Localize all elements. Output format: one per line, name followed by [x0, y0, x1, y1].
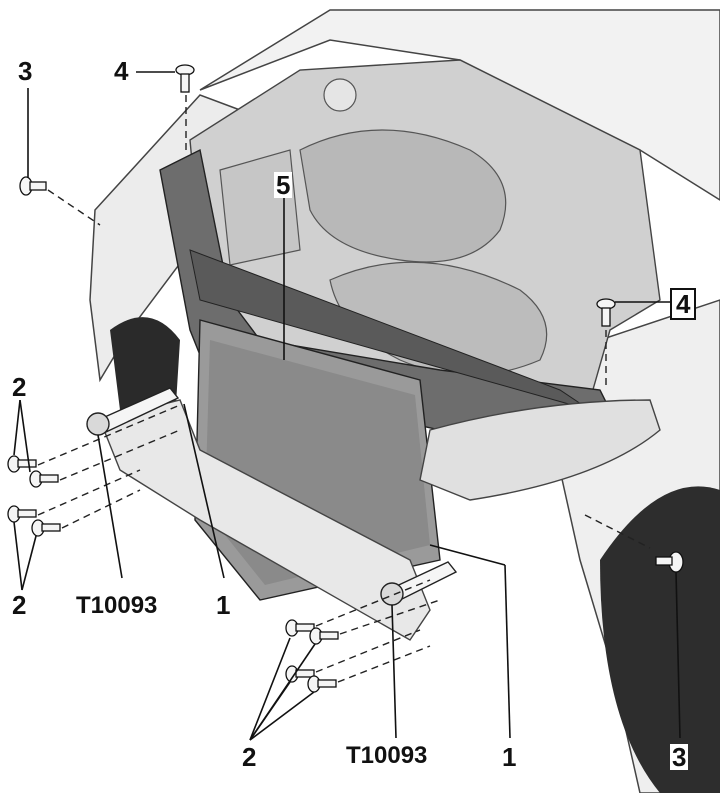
- callout-tool-t10093-bottom: T10093: [344, 742, 430, 769]
- callout-4-top: 4: [112, 56, 131, 86]
- callout-1-bottom: 1: [500, 742, 519, 772]
- assembly-lines: [37, 95, 651, 683]
- leader-lines: [13, 71, 681, 741]
- callout-tool-t10093-left: T10093: [74, 592, 160, 619]
- guide-pin-bottom: [380, 561, 458, 606]
- callout-5: 5: [274, 170, 293, 200]
- callout-3-bottom-right: 3: [670, 742, 689, 772]
- callout-2-left-lower: 2: [10, 590, 29, 620]
- bolt-icon: [7, 64, 684, 693]
- headlight: [419, 399, 661, 501]
- callout-1-left: 1: [214, 590, 233, 620]
- guide-pin-left: [86, 387, 180, 436]
- callout-3-top-left: 3: [16, 56, 35, 86]
- callout-2-left-upper: 2: [10, 372, 29, 402]
- callout-4-right: 4: [670, 288, 697, 320]
- callout-2-bottom: 2: [240, 742, 259, 772]
